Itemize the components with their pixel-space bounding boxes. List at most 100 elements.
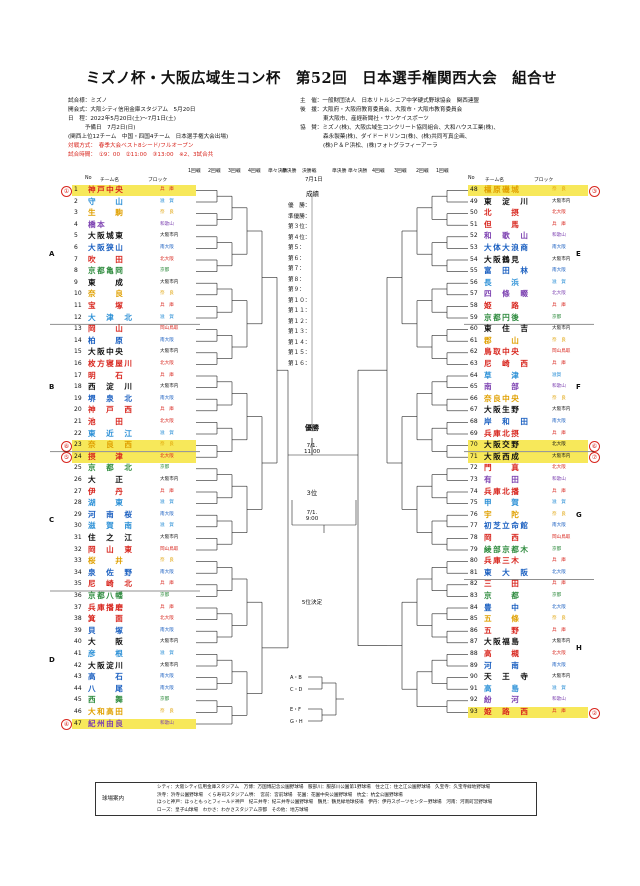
result-line: 第５： <box>288 245 305 251</box>
team-name: 大和高田 <box>88 707 125 716</box>
team-name: 明 石 <box>88 370 125 380</box>
block-letter-A: A <box>49 249 55 258</box>
team-name: 京都八幡 <box>88 591 125 600</box>
team-region: 北大阪 <box>160 361 174 366</box>
team-region: 北大阪 <box>552 442 566 448</box>
team-region: 北大阪 <box>552 210 566 216</box>
team-number: 36 <box>74 592 82 599</box>
block-letter-B: B <box>49 383 55 391</box>
team-number: 82 <box>470 580 478 588</box>
block-letter-D: D <box>49 655 55 664</box>
team-region: 和歌山 <box>552 697 566 703</box>
team-number: 28 <box>74 499 82 507</box>
block-letter-F: F <box>576 383 581 391</box>
team-row-36: 36 京都八幡 京都 <box>72 591 196 602</box>
team-name: 岡 山 <box>88 324 125 334</box>
team-number: 44 <box>74 684 82 692</box>
team-region: 北大阪 <box>160 256 174 262</box>
team-name: 河 南 桜 <box>88 509 134 519</box>
team-region: 滋 賀 <box>160 314 174 320</box>
team-number: 73 <box>470 476 478 483</box>
team-name: 生 駒 <box>88 208 125 218</box>
seed-marker: ⑧ <box>61 440 72 452</box>
round-header-right: 2回戦 <box>416 169 429 174</box>
team-region: 南大阪 <box>160 395 174 401</box>
team-region: 滋 賀 <box>160 523 174 529</box>
info-line: 開会式：大阪シティ信用金庫スタジアム 5月20日 <box>68 107 196 113</box>
team-number: 81 <box>470 568 478 576</box>
team-region: 兵 庫 <box>552 558 566 564</box>
team-name: 東 成 <box>88 277 125 287</box>
team-name: 兵庫北播 <box>484 486 521 496</box>
team-region: 大阪市内 <box>160 535 179 540</box>
team-region: 大阪市内 <box>160 349 179 355</box>
team-number: 89 <box>470 661 478 669</box>
seed-marker: ② <box>589 707 600 719</box>
team-region: 北大阪 <box>552 569 566 575</box>
team-region: 京都 <box>160 593 170 598</box>
result-line: 第６： <box>288 255 305 262</box>
team-name: 宝 塚 <box>88 301 125 310</box>
result-line: 第１５： <box>288 350 311 356</box>
team-name: 草 津 <box>484 370 521 380</box>
team-region: 岡山鳥取 <box>552 349 571 355</box>
team-name: 大阪西成 <box>484 451 521 461</box>
team-number: 25 <box>74 464 82 472</box>
team-number: 59 <box>470 313 478 321</box>
team-region: 南大阪 <box>160 685 174 691</box>
team-number: 80 <box>470 557 478 565</box>
info-line: 試合様：ミズノ <box>68 98 108 104</box>
team-number: 65 <box>470 383 478 391</box>
team-name: 郡 山 <box>484 335 521 345</box>
round-header-right: 4回戦 <box>372 169 385 174</box>
team-region: 京都 <box>160 465 170 471</box>
team-number: 63 <box>470 360 478 367</box>
tournament-sheet: ミズノ杯・大阪広域生コン杯 第52回 日本選手権関西大会 組合せ 試合様：ミズノ… <box>40 55 603 825</box>
team-name: 東 近 江 <box>88 428 134 438</box>
team-number: 39 <box>74 626 82 634</box>
team-region: 滋 賀 <box>160 198 174 204</box>
team-region: 奈 良 <box>160 558 174 564</box>
column-header-block: ブロック <box>148 178 168 183</box>
team-name: 河 南 <box>484 660 521 670</box>
team-region: 北大阪 <box>552 291 566 297</box>
team-region: 兵 庫 <box>552 221 566 227</box>
round-header-right: 3回戦 <box>394 169 407 174</box>
organizer-line: 主 催：一般財団法人 日本リトルシニア中学硬式野球協会 関西連盟 <box>300 98 480 104</box>
team-name: 兵庫北摂 <box>484 428 521 438</box>
team-region: 北大阪 <box>160 453 174 459</box>
result-line: 第１３： <box>288 329 311 335</box>
team-region: 兵 庫 <box>160 604 174 610</box>
team-name: 神戸中央 <box>88 185 125 194</box>
team-name: 橋本 <box>88 219 107 229</box>
team-number: 58 <box>470 302 478 309</box>
team-number: 92 <box>470 696 478 704</box>
team-name: 高 石 <box>88 672 125 682</box>
team-number: 86 <box>470 626 478 634</box>
